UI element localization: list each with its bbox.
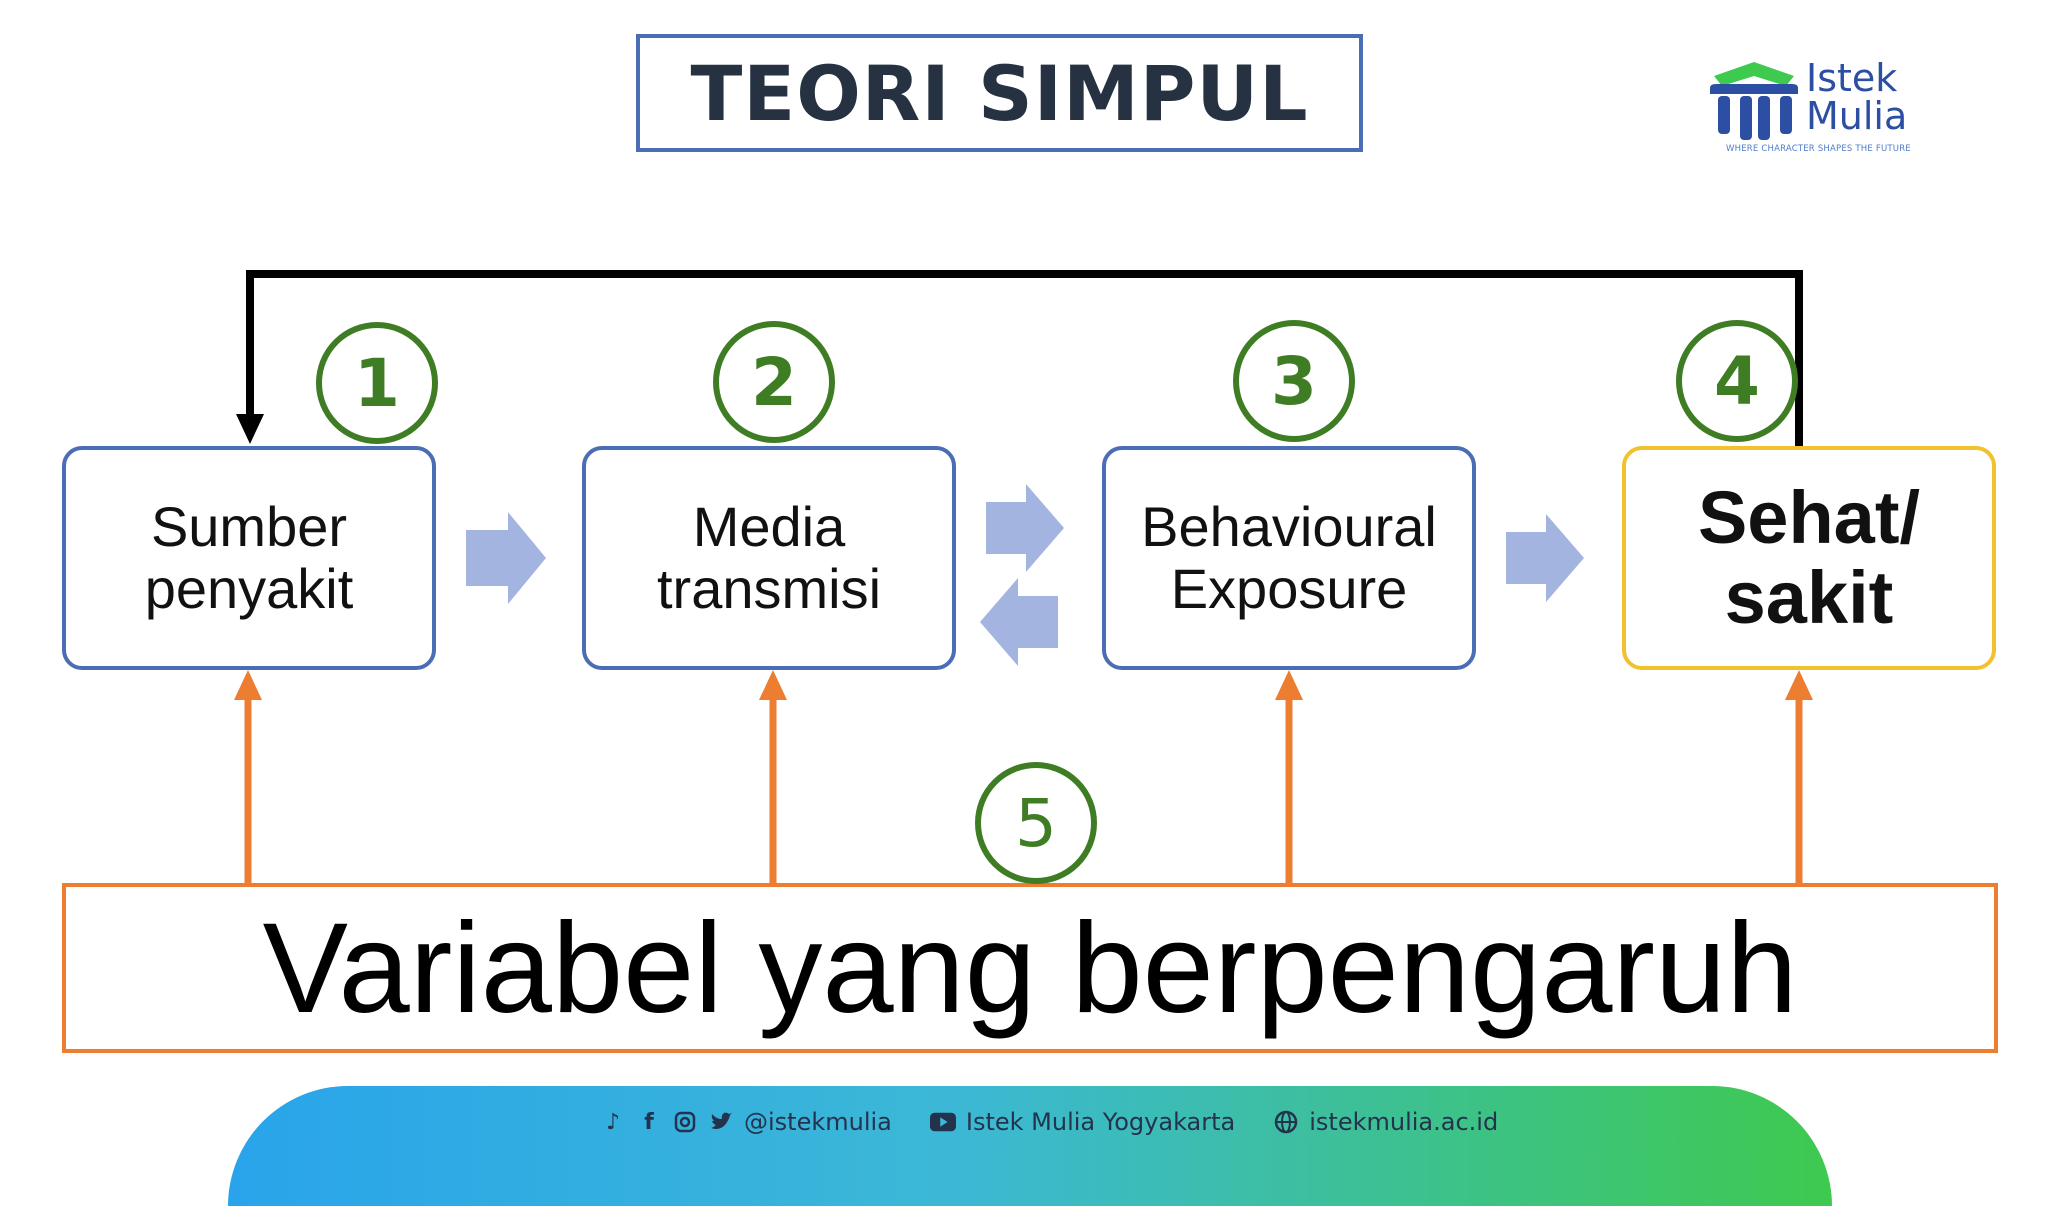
influence-arrowhead-4 — [1785, 670, 1813, 700]
youtube-channel[interactable]: Istek Mulia Yogyakarta — [965, 1108, 1236, 1136]
influence-arrowhead-3 — [1275, 670, 1303, 700]
feedback-arrowhead — [236, 414, 264, 444]
twitter-icon[interactable] — [708, 1109, 734, 1135]
istek-mulia-logo: Istek Mulia WHERE CHARACTER SHAPES THE F… — [1706, 58, 1928, 158]
node-1-label-line2: penyakit — [144, 557, 354, 620]
influence-arrowhead-2 — [759, 670, 787, 700]
node-sehat-sakit: Sehat/ sakit — [1622, 446, 1996, 670]
logo-tagline: WHERE CHARACTER SHAPES THE FUTURE — [1726, 144, 1911, 154]
logo-text-istek: Istek — [1806, 56, 1898, 100]
youtube-icon[interactable] — [929, 1109, 956, 1135]
step-number-5: 5 — [975, 762, 1097, 884]
page-title: TEORI SIMPUL — [690, 48, 1309, 138]
logo-emblem-icon — [1710, 62, 1798, 140]
influence-arrowhead-1 — [234, 670, 262, 700]
node-1-label-line1: Sumber — [150, 495, 348, 558]
step-number-1: 1 — [316, 322, 438, 444]
node-4-label-line2: sakit — [1724, 556, 1894, 639]
title-box: TEORI SIMPUL — [636, 34, 1363, 152]
node-3-label-line2: Exposure — [1170, 557, 1408, 620]
node-2-label-line1: Media — [692, 495, 846, 558]
flow-arrow-3-to-2 — [980, 578, 1058, 666]
step-number-4: 4 — [1676, 320, 1798, 442]
diagram-connectors — [234, 270, 1813, 883]
node-media-transmisi: Media transmisi — [582, 446, 956, 670]
flow-arrow-2-to-3 — [986, 484, 1064, 572]
globe-icon — [1273, 1109, 1299, 1135]
node-sumber-penyakit: Sumber penyakit — [62, 446, 436, 670]
variables-label: Variabel yang berpengaruh — [262, 896, 1798, 1040]
logo-text-mulia: Mulia — [1806, 94, 1908, 138]
facebook-icon[interactable]: f — [644, 1109, 654, 1135]
website-link[interactable]: istekmulia.ac.id — [1309, 1108, 1499, 1136]
node-behavioural-exposure: Behavioural Exposure — [1102, 446, 1476, 670]
flow-arrow-1-to-2 — [466, 512, 546, 604]
node-3-label-line1: Behavioural — [1141, 495, 1437, 558]
footer-contacts: ♪ f @istekmulia Istek Mulia Yogyakarta i… — [600, 1104, 1498, 1140]
instagram-icon[interactable] — [672, 1109, 698, 1135]
step-number-3: 3 — [1233, 320, 1355, 442]
flow-arrow-3-to-4 — [1506, 514, 1584, 602]
feedback-loop-line — [246, 270, 1803, 446]
tiktok-icon[interactable]: ♪ — [605, 1109, 621, 1135]
step-number-2: 2 — [713, 321, 835, 443]
social-handle[interactable]: @istekmulia — [744, 1108, 892, 1136]
variables-box: Variabel yang berpengaruh — [62, 883, 1998, 1053]
node-4-label-line1: Sehat/ — [1697, 476, 1921, 559]
node-2-label-line2: transmisi — [656, 557, 882, 620]
